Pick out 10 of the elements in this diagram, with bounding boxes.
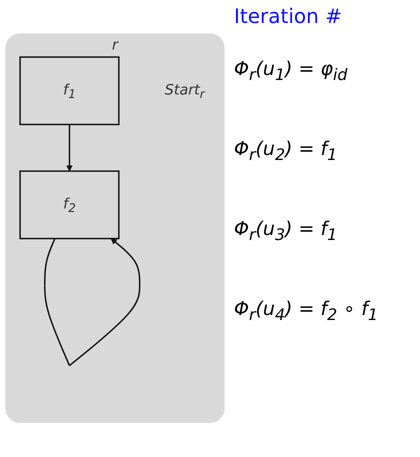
node-box: f$_{2}$	[19, 170, 120, 240]
arrow	[44, 238, 140, 366]
formula-text: Φ$_{r}$(u$_{3}$) = f$_{1}$	[234, 218, 338, 244]
arrow	[66, 124, 73, 172]
formula-text: Φ$_{r}$(u$_{2}$) = f$_{1}$	[234, 138, 338, 164]
heading-text: Iteration #	[234, 4, 342, 28]
formula-text: Φ$_{r}$(u$_{1}$) = φ$_{id}$	[234, 58, 348, 84]
node-caption: Start$_{r}$	[164, 81, 205, 102]
node-box: f$_{1}$	[19, 56, 120, 126]
formula-text: Φ$_{r}$(u$_{4}$) = f$_{2}$ ∘ f$_{1}$	[234, 298, 378, 324]
